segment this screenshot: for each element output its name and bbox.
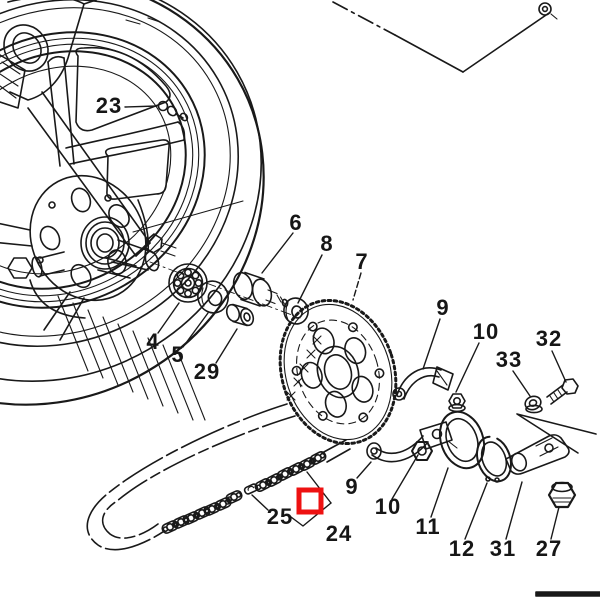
guard-bolt	[538, 2, 552, 16]
leader-29	[215, 328, 238, 364]
rim-valve	[157, 100, 189, 122]
part-7-sprocket	[278, 298, 398, 446]
part-24-master-link	[224, 488, 244, 506]
chain-link-row-right	[253, 449, 328, 494]
part-5-seal-washer	[197, 280, 229, 314]
wheel-inner-hatching	[57, 295, 206, 421]
callout-6-label[interactable]: 6	[289, 210, 302, 235]
leader-9-lower	[356, 461, 372, 479]
callout-9-upper-label[interactable]: 9	[436, 295, 449, 320]
swingarm	[27, 91, 244, 257]
callout-23-label[interactable]: 23	[96, 93, 122, 118]
leader-7	[352, 272, 362, 301]
chain-link-row-left	[160, 495, 233, 536]
part-12-circlip	[476, 435, 512, 483]
highlight-target-box[interactable]	[296, 487, 324, 515]
rear-wheel-rim	[0, 31, 206, 309]
callout-10-upper-label[interactable]: 10	[473, 319, 499, 344]
chain-guard-panel	[332, 1, 558, 73]
leader-11	[430, 467, 449, 518]
part-32-bolt	[546, 378, 579, 405]
callout-9-lower-label[interactable]: 9	[345, 474, 358, 499]
callout-leader-lines	[124, 105, 567, 540]
frame-edge-line	[535, 591, 600, 597]
part-6-damper-hub	[232, 271, 289, 308]
callout-31-label[interactable]: 31	[490, 536, 516, 561]
part-25-link-clip	[243, 483, 259, 495]
part-4-bearing	[168, 263, 208, 303]
wheel-hub	[29, 174, 160, 319]
leader-8	[297, 254, 323, 304]
callout-7-label[interactable]: 7	[355, 249, 368, 274]
callout-5-label[interactable]: 5	[171, 342, 184, 367]
leader-5	[182, 312, 209, 348]
leader-32	[551, 350, 567, 383]
callout-12-label[interactable]: 12	[449, 536, 475, 561]
callout-labels: 23 6 8 7 4 5 29 9 10 32 33 9 10 11 12 31…	[96, 93, 562, 561]
callout-10-lower-label[interactable]: 10	[375, 494, 401, 519]
rear-wheel-tire	[0, 0, 265, 406]
drive-chain	[86, 403, 351, 551]
leader-4	[157, 302, 180, 334]
part-29-collar	[225, 303, 255, 327]
callout-4-label[interactable]: 4	[146, 329, 159, 354]
part-11-o-ring	[438, 410, 486, 470]
leader-12	[464, 482, 488, 540]
callout-29-label[interactable]: 29	[194, 359, 220, 384]
chain-on-sprocket	[286, 335, 322, 401]
leader-9-upper	[422, 318, 441, 370]
part-10-upper-nut	[448, 393, 466, 413]
callout-8-label[interactable]: 8	[320, 231, 333, 256]
axle-center-line	[149, 261, 301, 319]
axle-shaft-left	[7, 251, 301, 319]
leader-31	[505, 481, 523, 540]
callout-32-label[interactable]: 32	[536, 326, 562, 351]
leader-23	[124, 105, 158, 108]
callout-33-label[interactable]: 33	[496, 347, 522, 372]
part-31-chain-puller	[505, 434, 570, 475]
leader-25	[251, 494, 269, 511]
leader-10-lower	[391, 454, 419, 500]
leader-33	[512, 370, 531, 397]
part-27-axle-nut	[547, 481, 577, 509]
leader-10-upper	[455, 342, 480, 393]
callout-27-label[interactable]: 27	[536, 536, 562, 561]
leader-27	[550, 506, 560, 540]
part-10-lower-nut	[411, 441, 433, 461]
callout-11-label[interactable]: 11	[415, 514, 440, 539]
callout-24-label[interactable]: 24	[326, 521, 352, 546]
shock-absorber	[0, 0, 161, 109]
callout-25-label[interactable]: 25	[267, 504, 293, 529]
part-33-collar	[524, 395, 543, 414]
leader-6	[261, 232, 294, 274]
part-9-upper-adjuster	[392, 366, 454, 401]
swingarm-end-wedge	[516, 413, 597, 454]
